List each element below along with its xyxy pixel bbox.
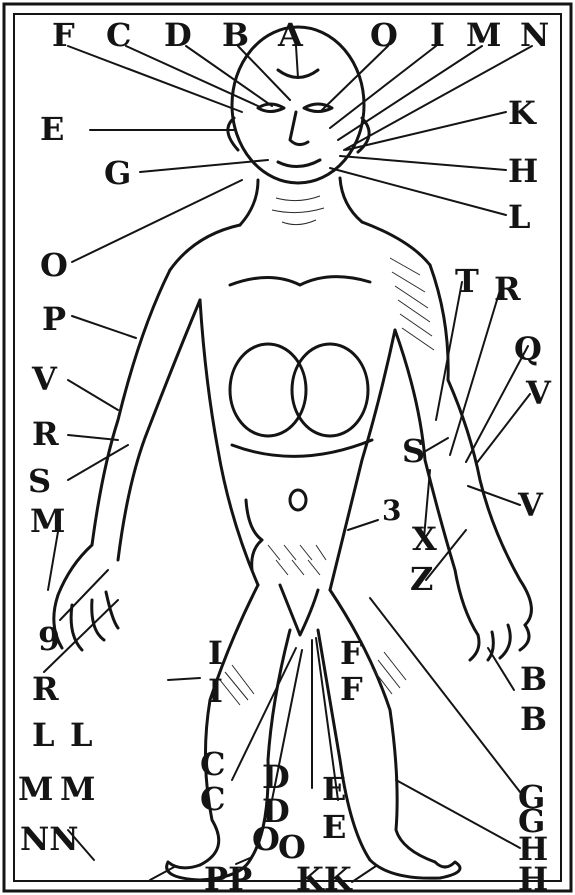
inner-frame [14,14,561,881]
label-leg-l2: L [70,716,93,754]
label-arm-z: Z [410,560,433,598]
label-hand-m: M [30,502,65,540]
right-arm-outer [430,265,531,625]
left-shoulder-line [170,225,240,270]
label-arm-s: S [402,432,425,470]
pubic-hatch [268,545,326,575]
torso-left [200,300,258,585]
label-leg-i1: I [208,634,223,672]
label-center-kk: KK [296,860,353,895]
left-breast [230,344,306,436]
label-right-b1: B [520,660,547,698]
label-top-f: F [52,16,75,54]
left-leg-outer [200,585,258,865]
label-arm-v1: V [525,374,552,412]
label-left-v: V [31,360,58,398]
label-arm-x: X [412,520,437,558]
label-arm-t: T [455,262,479,300]
label-leg-i2: I [208,672,223,710]
collarbone [230,277,370,285]
labels-head-left: E G [40,110,131,192]
label-head-e: E [40,110,64,148]
left-knee-hatch [220,665,254,705]
label-right-h2: H [518,860,548,895]
label-top-b: B [222,16,249,54]
label-center-d1: D [262,758,290,796]
labels-legs-right: B B G G H H [518,660,548,895]
right-shoulder-line [362,222,430,265]
label-top-d: D [164,16,192,54]
abdomen-line [232,440,372,456]
labels-hand-left: M 9 R [30,502,65,708]
right-foot [370,860,460,878]
label-center-pp: PP [204,860,252,895]
label-head-l: L [508,198,531,236]
labels-top: F C D B A O I M N [52,16,549,54]
label-head-h: H [508,152,538,190]
navel [290,490,306,510]
labels-torso-left: O P V R S [28,246,68,500]
neck-folds [272,196,324,225]
label-left-r: R [32,415,59,453]
label-center-e1: E [322,770,346,808]
label-leg-nn: NN [20,820,79,858]
label-top-o: O [370,16,398,54]
label-left-o: O [40,246,68,284]
label-arm-q: Q [514,330,542,368]
label-left-p: P [42,300,66,338]
label-arm-3: 3 [382,494,401,527]
label-top-a: A [277,16,304,54]
label-hand-9: 9 [38,620,60,658]
label-right-b2: B [520,700,547,738]
label-top-c: C [106,16,131,54]
label-center-f2: F [340,670,363,708]
label-hand-r: R [32,670,59,708]
label-center-e2: E [322,808,346,846]
neck-left [240,180,258,225]
left-arm-inner [118,300,200,560]
label-arm-r: R [494,270,521,308]
nose [290,112,308,145]
label-leg-l1: L [32,716,55,754]
label-head-k: K [508,94,537,132]
label-center-o1: O [252,820,280,858]
left-arm-outer [58,270,170,595]
label-top-m: M [466,16,501,54]
label-top-i: I [430,16,445,54]
labels-head-right: K H L [508,94,538,236]
right-breast [292,344,368,436]
mouth [278,160,320,167]
label-top-n: N [520,16,549,54]
label-center-c2: C [200,780,225,818]
label-leg-m1: M [18,770,53,808]
label-arm-v2: V [517,486,544,524]
neck-right [340,178,362,222]
label-left-s: S [28,462,51,500]
label-center-c1: C [200,745,225,783]
genitals [280,585,318,635]
right-hand [470,625,529,660]
left-hand [54,592,118,650]
label-center-f1: F [340,634,363,672]
label-head-g: G [104,154,131,192]
right-arm-inner [395,330,478,635]
label-leg-m2: M [60,770,95,808]
